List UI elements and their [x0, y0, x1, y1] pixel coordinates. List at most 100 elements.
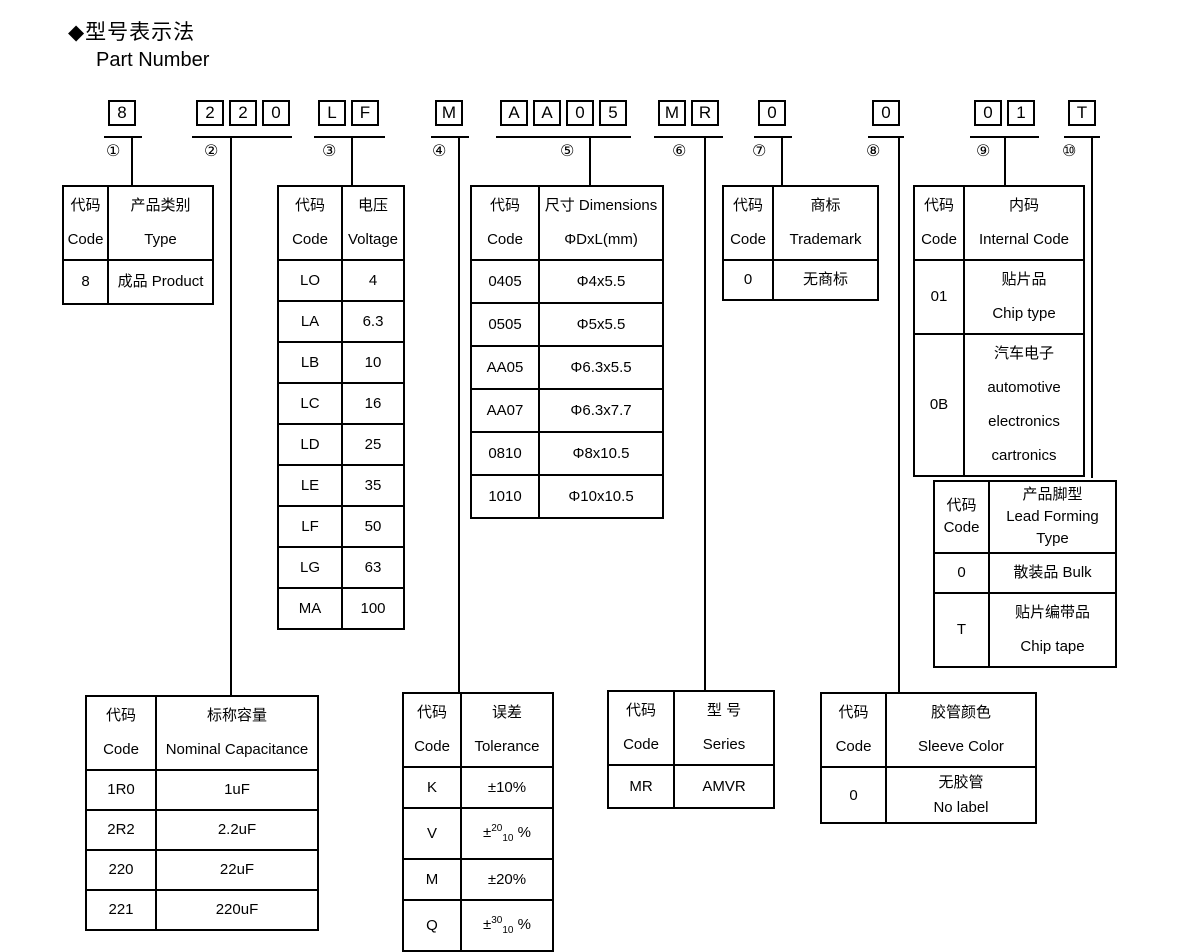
table-cell: ±20%	[460, 858, 554, 901]
table-cell: Φ4x5.5	[538, 259, 664, 304]
table-cell: Φ8x10.5	[538, 431, 664, 476]
table-cell: 63	[341, 546, 405, 589]
page-title: ◆型号表示法	[68, 21, 196, 44]
table-cell: 16	[341, 382, 405, 425]
table-cell: Φ10x10.5	[538, 474, 664, 519]
part-number-box: 0	[758, 100, 786, 126]
table-cell: 50	[341, 505, 405, 548]
table-cell: 0	[820, 766, 887, 824]
table-cell: 0	[722, 259, 774, 301]
table-cell: 1010	[470, 474, 540, 519]
table-cell: Φ6.3x5.5	[538, 345, 664, 390]
connector-line	[704, 137, 706, 690]
table-cell: ±3010 %	[460, 899, 554, 952]
part-number-group: A A 0 5	[500, 100, 627, 126]
group-underline	[496, 136, 631, 138]
table-cell: LC	[277, 382, 343, 425]
table-row: V±2010 %	[402, 807, 554, 860]
table-cell: LE	[277, 464, 343, 507]
table-cell: ±2010 %	[460, 807, 554, 860]
group-marker: ③	[322, 143, 337, 160]
group-underline	[1064, 136, 1100, 138]
table-cell: 0	[933, 552, 990, 594]
table-cell: ±10%	[460, 766, 554, 809]
part-number-group: 8	[108, 100, 136, 126]
group-underline	[654, 136, 723, 138]
part-number-group: M R	[658, 100, 719, 126]
group-marker: ④	[432, 143, 447, 160]
table-cell: 成品 Product	[107, 259, 214, 305]
part-number-group: M	[435, 100, 463, 126]
table-cell: MA	[277, 587, 343, 630]
connector-line	[131, 137, 133, 185]
part-number-box: F	[351, 100, 379, 126]
group-underline	[314, 136, 385, 138]
group-underline	[754, 136, 792, 138]
table-cell: LO	[277, 259, 343, 302]
table-cell: Q	[402, 899, 462, 952]
table-cell: 220uF	[155, 889, 319, 931]
part-number-box: 5	[599, 100, 627, 126]
table-cell: 散装品 Bulk	[988, 552, 1117, 594]
table-cell: 8	[62, 259, 109, 305]
part-number-box: 8	[108, 100, 136, 126]
table-cell: LA	[277, 300, 343, 343]
group-marker: ⑨	[976, 143, 991, 160]
page-subtitle: Part Number	[96, 49, 210, 71]
part-number-group: 0	[758, 100, 786, 126]
part-number-group: 0	[872, 100, 900, 126]
connector-line	[898, 137, 900, 692]
table-cell: 0405	[470, 259, 540, 304]
table-cell: 6.3	[341, 300, 405, 343]
table-cell: M	[402, 858, 462, 901]
table-cell: 10	[341, 341, 405, 384]
table-cell: 1uF	[155, 769, 319, 811]
group-marker: ⑩	[1062, 143, 1077, 160]
table-cell: V	[402, 807, 462, 860]
table-cell: 0B	[913, 333, 965, 477]
group-underline	[192, 136, 292, 138]
connector-line	[351, 137, 353, 185]
table-cell: AA07	[470, 388, 540, 433]
connector-line	[1091, 137, 1093, 478]
group-marker: ⑦	[752, 143, 767, 160]
table-cell: LB	[277, 341, 343, 384]
table-cell: 25	[341, 423, 405, 466]
part-number-box: M	[435, 100, 463, 126]
table-cell: LF	[277, 505, 343, 548]
part-number-box: 0	[566, 100, 594, 126]
table-cell: 220	[85, 849, 157, 891]
